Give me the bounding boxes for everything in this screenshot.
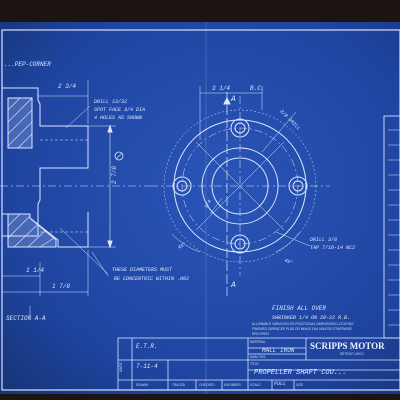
note-drill-top-2: SPOT FACE 3/4 DIA: [94, 107, 146, 113]
material-label: MATERIAL: [250, 340, 266, 344]
dim-top-left: 2 3/4: [58, 83, 77, 90]
size-label: SIZE: [296, 383, 304, 387]
drawn-by: E.T.R.: [136, 343, 158, 350]
note-concentric-1: THESE DIAMETERS MUST: [112, 267, 173, 273]
dim-bottom-left: 1 7/8: [52, 283, 71, 290]
section-marker-a: A: [231, 95, 236, 104]
title-block: [117, 337, 400, 391]
note-drill-right-2: TAP 7/16-14 NC2: [310, 245, 356, 251]
plan-view: [150, 86, 330, 296]
note-finish-1: FINISH ALL OVER: [272, 305, 327, 312]
analysis-label: ANALYSIS: [250, 355, 266, 359]
traced-label: TRACED: [172, 383, 186, 387]
section-marker-a2: A: [231, 281, 236, 290]
section-title: ...PEP-CORNER: [4, 61, 51, 68]
note-concentric-2: BE CONCENTRIC WITHIN .002: [114, 276, 190, 282]
tolerance-note-2: FINISHED SURFACES PLUS OR MINUS 1/64 UNL…: [252, 327, 352, 331]
note-drill-top-3: 4 HOLES AS SHOWN: [94, 115, 143, 121]
checked-label: CHECKED: [199, 383, 215, 387]
company-city: DETROIT, MICH.: [340, 352, 365, 356]
bc-label: B.C.: [250, 85, 265, 92]
note-drill-top-1: DRILL 13/32: [94, 99, 128, 105]
dim-top-circle: 3 1/4: [212, 85, 231, 92]
note-drill-right-1: DRILL 3/8: [310, 237, 338, 243]
material-value: MALL IRON: [262, 347, 295, 354]
right-strip-ticks: [388, 129, 400, 326]
title-label: TITLE: [250, 362, 259, 366]
drawn-label: DRAWN: [136, 383, 148, 387]
dim-bottom-left-small: 1 1/4: [26, 267, 45, 274]
tolerance-note-1: ALLOWABLE VARIATION ON FRACTIONAL DIMENS…: [252, 322, 354, 326]
scale-value: FULL: [274, 381, 287, 387]
date-label: DATE: [120, 362, 124, 372]
section-label: SECTION A-A: [6, 315, 46, 322]
company-name: SCRIPPS MOTOR: [310, 341, 385, 351]
date-value: 7-11-4: [136, 363, 158, 370]
section-view: [0, 80, 150, 316]
engineer-label: ENGINEER: [224, 383, 241, 387]
paper: [0, 22, 400, 394]
scale-label: SCALE: [250, 383, 261, 387]
tolerance-note-3: SPECIFIED.: [252, 332, 270, 336]
note-finish-2: SHRINKER 1/4 ON 20-22 R.B.: [272, 315, 351, 321]
dim-left-vertical: 2 7/8: [111, 165, 118, 184]
title-value: PROPELLER SHAFT COU...: [254, 369, 347, 377]
